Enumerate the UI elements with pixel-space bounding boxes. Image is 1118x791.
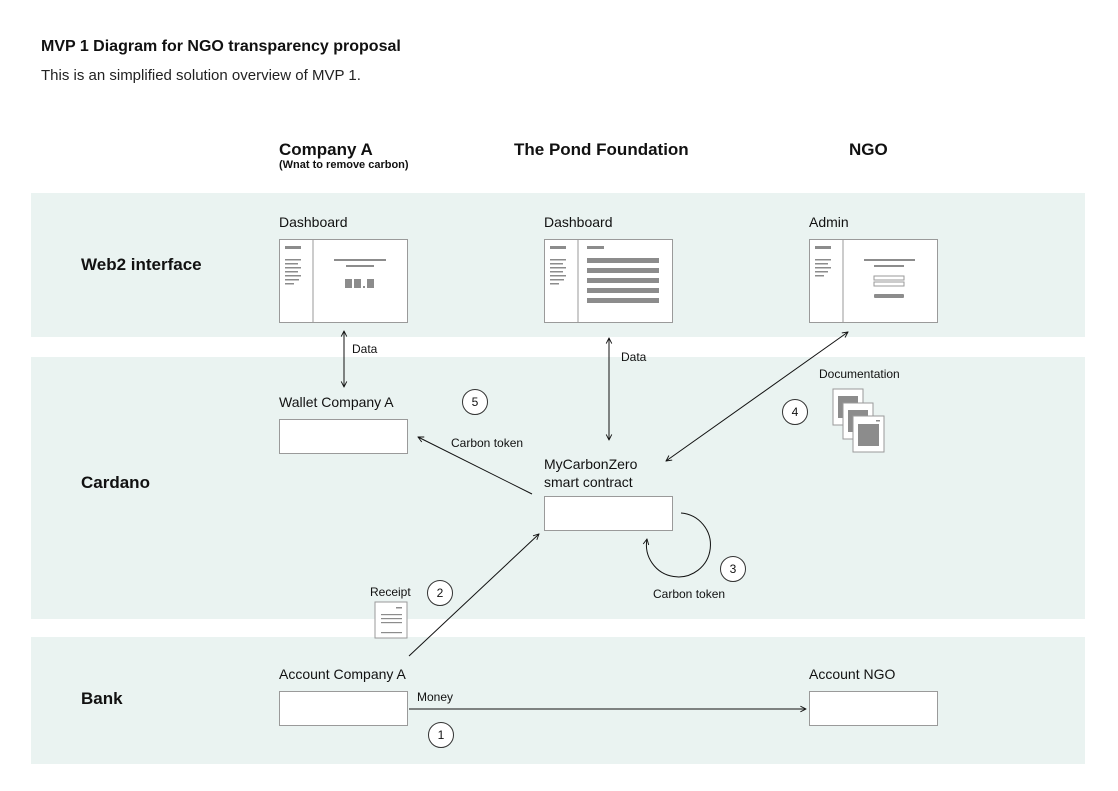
smart-contract-box [544,496,673,531]
step-3-badge: 3 [720,556,746,582]
row-label-web2: Web2 interface [81,255,202,274]
row-label-cardano: Cardano [81,473,150,492]
step-2-badge: 2 [427,580,453,606]
step-4-badge: 4 [782,399,808,425]
receipt-label: Receipt [370,585,411,599]
pond-dashboard-label: Dashboard [544,214,613,230]
arrow-carbon-token-wallet [418,437,533,495]
step-1-badge: 1 [428,722,454,748]
edge-label-carbon-token-loop: Carbon token [653,587,726,601]
pond-dashboard-wireframe-art [550,240,659,322]
documentation-icon [832,388,885,453]
arrow-payment-contract [408,534,539,657]
receipt-icon [374,601,408,639]
contract-label-line1: MyCarbonZero [544,456,638,472]
diagram-title: MVP 1 Diagram for NGO transparency propo… [41,38,401,55]
wallet-label: Wallet Company A [279,394,394,410]
edge-label-carbon-token-wallet: Carbon token [451,436,524,450]
account-ngo-box [809,691,938,726]
edge-label-data-left: Data [352,342,378,356]
arrow-ngo-contract [666,332,848,461]
ngo-admin-wireframe-art [815,240,915,322]
ngo-admin-label: Admin [809,214,849,230]
band-cardano [31,357,1085,619]
column-pond-title: The Pond Foundation [514,140,689,159]
arrow-carbon-token-loop [646,512,711,578]
column-company-a-title: Company A [279,140,373,159]
column-company-a-subtitle: (Wnat to remove carbon) [279,159,409,171]
account-company-label: Account Company A [279,666,406,682]
step-5-badge: 5 [462,389,488,415]
account-company-box [279,691,408,726]
company-dashboard-label: Dashboard [279,214,348,230]
row-label-bank: Bank [81,689,123,708]
diagram-subtitle: This is an simplified solution overview … [41,67,361,84]
edge-label-money: Money [417,690,454,704]
account-ngo-label: Account NGO [809,666,896,682]
pond-dashboard-wireframe [544,239,673,323]
contract-label-line2: smart contract [544,474,633,490]
edge-label-data-center: Data [621,350,647,364]
company-dashboard-wireframe-art [285,240,386,322]
column-ngo-title: NGO [849,140,888,159]
company-dashboard-wireframe [279,239,408,323]
wallet-box [279,419,408,454]
ngo-admin-wireframe [809,239,938,323]
